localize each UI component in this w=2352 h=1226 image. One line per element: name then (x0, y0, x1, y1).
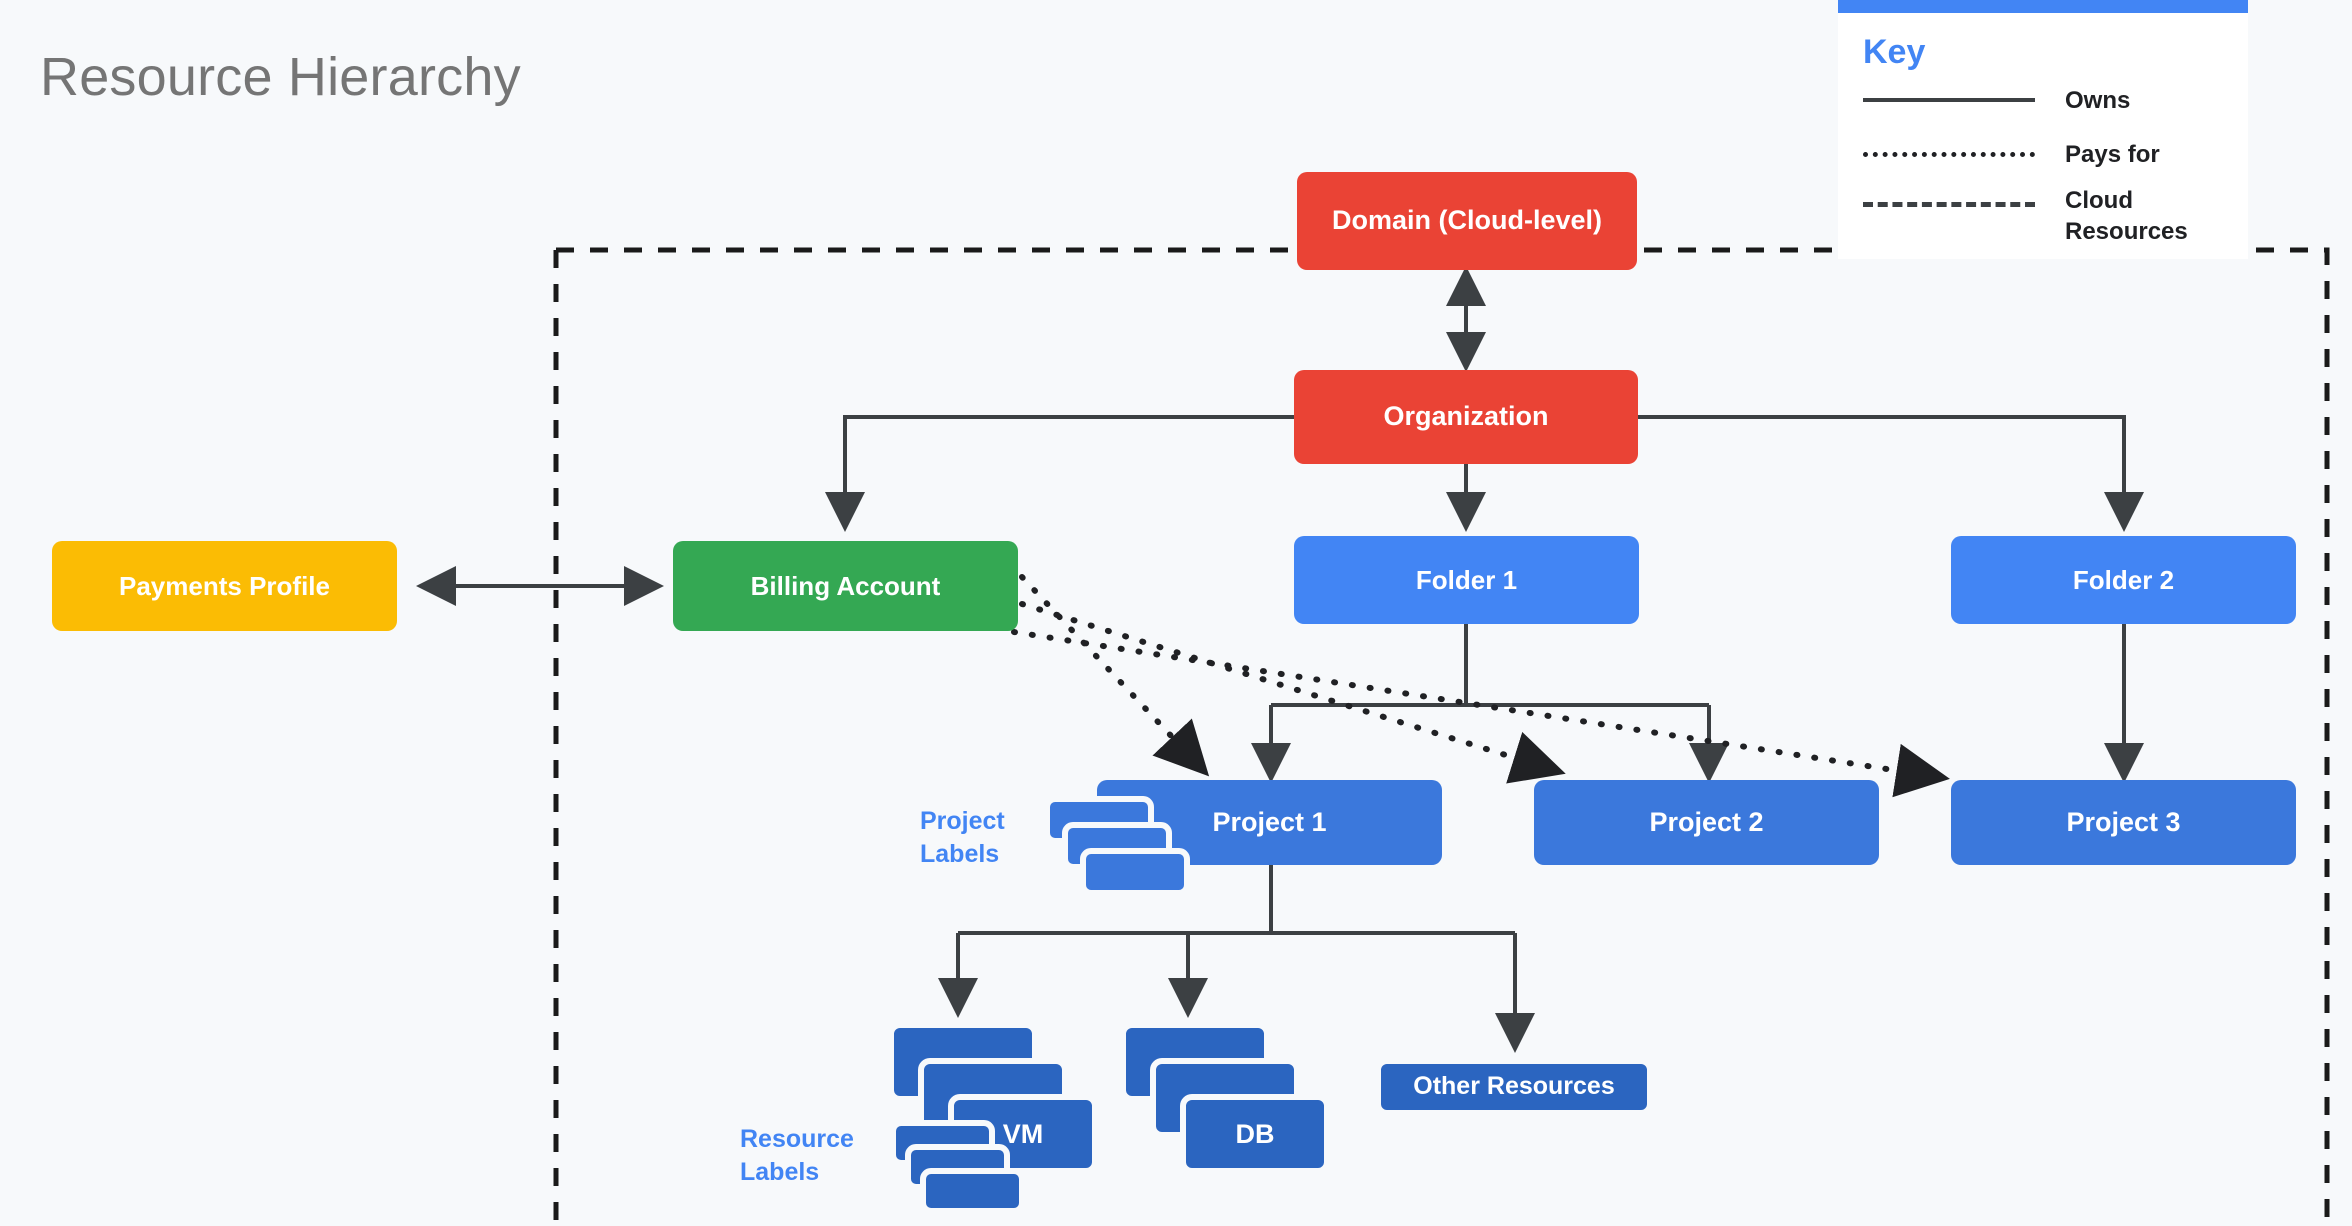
edge-folder1-fork (1269, 624, 1711, 775)
node-payments-profile[interactable]: Payments Profile (52, 541, 397, 631)
legend-label-pays-for: Pays for (2065, 140, 2160, 168)
legend-sample-dotted-line (1863, 151, 2035, 159)
legend-sample-dashed-line (1863, 202, 2035, 209)
legend-title: Key (1863, 33, 1926, 71)
edge-billing-pays-project3 (1011, 629, 1950, 798)
legend-row-pays-for: Pays for (1838, 128, 2248, 182)
project-label-chip-3 (1080, 848, 1190, 896)
node-folder-2[interactable]: Folder 2 (1951, 536, 2296, 624)
legend-panel: Key Owns Pays for Cloud Resources (1838, 0, 2248, 260)
legend-label-owns: Owns (2065, 86, 2131, 114)
node-project-2[interactable]: Project 2 (1534, 780, 1879, 865)
edge-project1-fork (956, 865, 1517, 1045)
node-billing-account[interactable]: Billing Account (673, 541, 1018, 631)
edge-organization-folder2 (1638, 415, 2144, 532)
legend-row-owns: Owns (1838, 74, 2248, 128)
node-folder-1[interactable]: Folder 1 (1294, 536, 1639, 624)
node-domain[interactable]: Domain (Cloud-level) (1297, 172, 1637, 270)
legend-sample-solid-line (1863, 98, 2035, 104)
node-organization[interactable]: Organization (1294, 370, 1638, 464)
edge-billing-pays-project1 (1019, 574, 1210, 777)
node-project-3[interactable]: Project 3 (1951, 780, 2296, 865)
legend-label-cloud-resources: Cloud Resources (2065, 187, 2188, 245)
page-title: Resource Hierarchy (40, 47, 521, 107)
node-other-resources[interactable]: Other Resources (1375, 1058, 1653, 1116)
edge-billing-pays-project2 (1019, 601, 1566, 784)
db-card-front[interactable]: DB (1180, 1094, 1330, 1174)
edge-organization-billing (825, 415, 1294, 532)
resource-label-chip-3 (920, 1168, 1025, 1214)
legend-row-cloud-resources: Cloud Resources (1838, 182, 2248, 247)
